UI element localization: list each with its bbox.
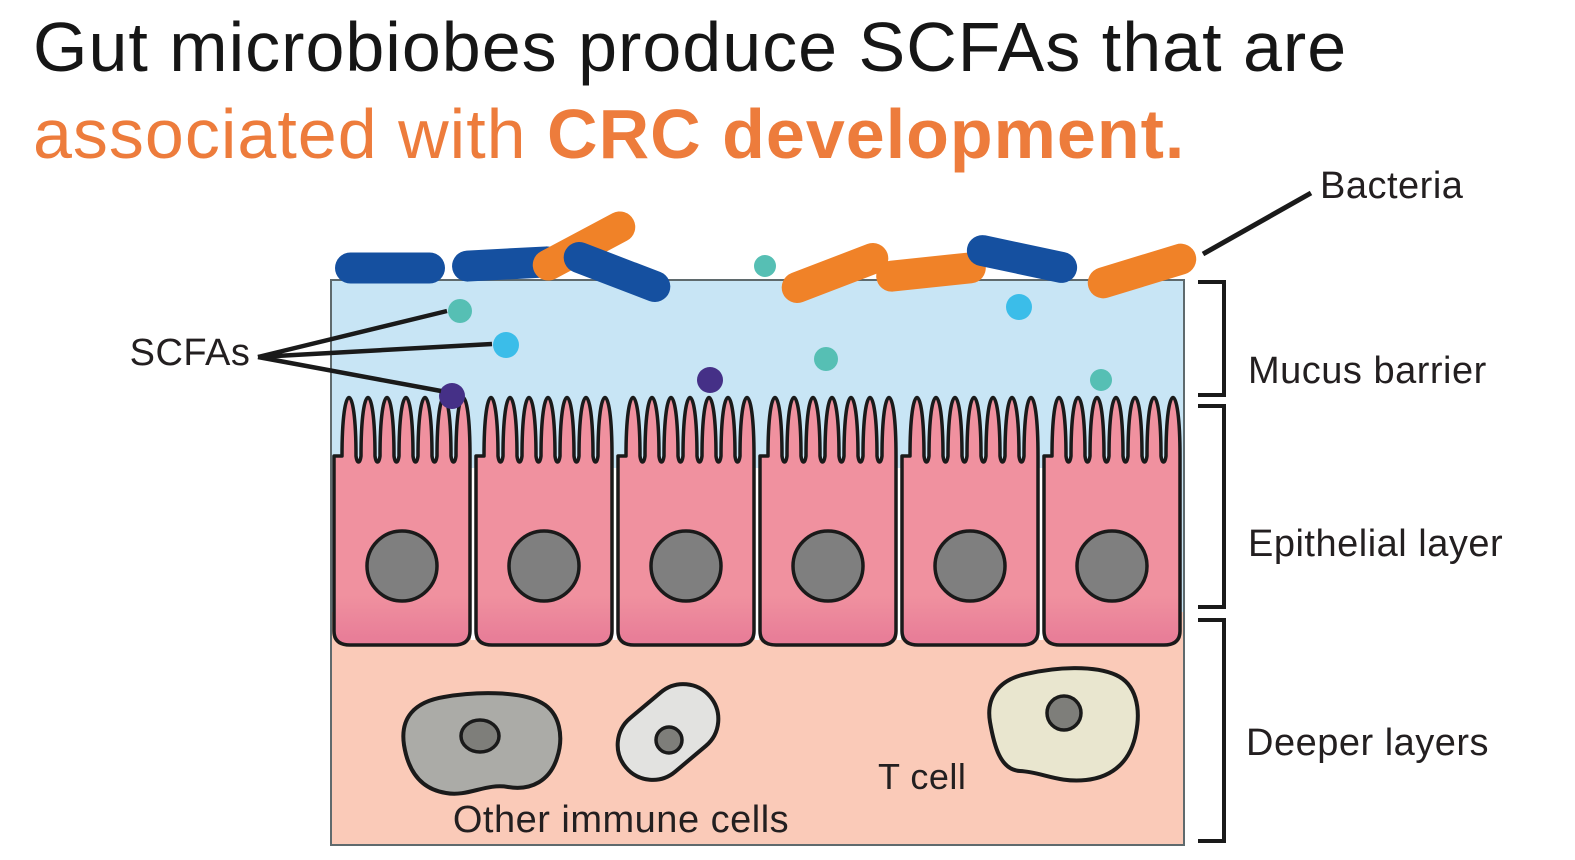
title-line2: associated with CRC development.	[33, 91, 1347, 178]
bacterium-blue	[452, 246, 562, 282]
t-cell-label: T cell	[878, 756, 967, 797]
bacterium-blue	[966, 235, 1078, 283]
pointer-lines-group	[257, 190, 1313, 394]
immune-cell-nucleus	[459, 718, 501, 754]
epithelial-cell-nucleus	[649, 529, 723, 603]
bacterium-blue	[335, 252, 445, 284]
other-immune-cells-label: Other immune cells	[452, 799, 790, 841]
figure-title: Gut microbiobes produce SCFAs that are a…	[33, 4, 1347, 178]
title-line2-normal: associated with	[33, 95, 548, 173]
epithelial-cell	[332, 395, 472, 647]
scfas-label: SCFAs	[129, 332, 251, 374]
epithelial-layer-bracket	[1198, 404, 1226, 609]
epithelial-cell-nucleus	[365, 529, 439, 603]
scfa-dot-teal	[814, 347, 838, 371]
scfa-dot-purple	[697, 367, 723, 393]
epithelial-cell	[616, 395, 756, 647]
immune-cells-group	[401, 666, 1140, 796]
bacteria-group	[335, 211, 1197, 304]
cell-seam	[471, 468, 475, 640]
deeper-layers-label: Deeper layers	[1246, 722, 1490, 764]
title-line2-period: .	[1164, 95, 1186, 173]
epithelial-layer-label: Epithelial layer	[1248, 523, 1504, 565]
scfa-dot-teal	[754, 255, 776, 277]
title-line1: Gut microbiobes produce SCFAs that are	[33, 8, 1348, 86]
cell-seam	[897, 468, 901, 640]
bacterium-orange	[876, 252, 986, 292]
bacteria-label: Bacteria	[1320, 165, 1464, 207]
immune-cell-nucleus	[654, 725, 684, 755]
mucus-barrier-label: Mucus barrier	[1248, 350, 1487, 392]
scfas-pointer-line	[257, 308, 448, 360]
bacterium-orange	[781, 242, 889, 304]
scfa-dot-teal	[1090, 369, 1112, 391]
epithelial-cell	[1042, 395, 1182, 647]
bacteria-pointer-line	[1201, 190, 1313, 257]
scfas-pointer-line	[257, 354, 442, 394]
epithelial-cells-group	[332, 395, 1182, 647]
scfa-dot-teal	[448, 299, 472, 323]
scfas-pointer-line	[257, 341, 493, 360]
cell-seam	[1039, 468, 1043, 640]
scfa-dot-cyan	[493, 332, 519, 358]
scfa-dot-purple	[439, 383, 465, 409]
bacterium-blue	[563, 241, 671, 303]
epithelial-cell	[758, 395, 898, 647]
epithelial-cell	[474, 395, 614, 647]
cell-seam	[755, 468, 759, 640]
cell-seam	[613, 468, 617, 640]
scfa-dot-cyan	[1006, 294, 1032, 320]
epithelial-cell-nucleus	[507, 529, 581, 603]
title-line2-bold: CRC development	[547, 95, 1165, 173]
tissue-box-border	[330, 279, 1185, 846]
deeper-layers-bracket	[1198, 618, 1226, 843]
epithelial-cell-nucleus	[1075, 529, 1149, 603]
mucus-barrier-bracket	[1198, 280, 1226, 397]
epithelial-cell	[900, 395, 1040, 647]
bacterium-orange	[1087, 243, 1197, 299]
epithelial-cell-nucleus	[791, 529, 865, 603]
scfa-dots-group	[439, 255, 1112, 409]
epithelial-cell-nucleus	[933, 529, 1007, 603]
t-cell-nucleus	[1045, 694, 1083, 732]
